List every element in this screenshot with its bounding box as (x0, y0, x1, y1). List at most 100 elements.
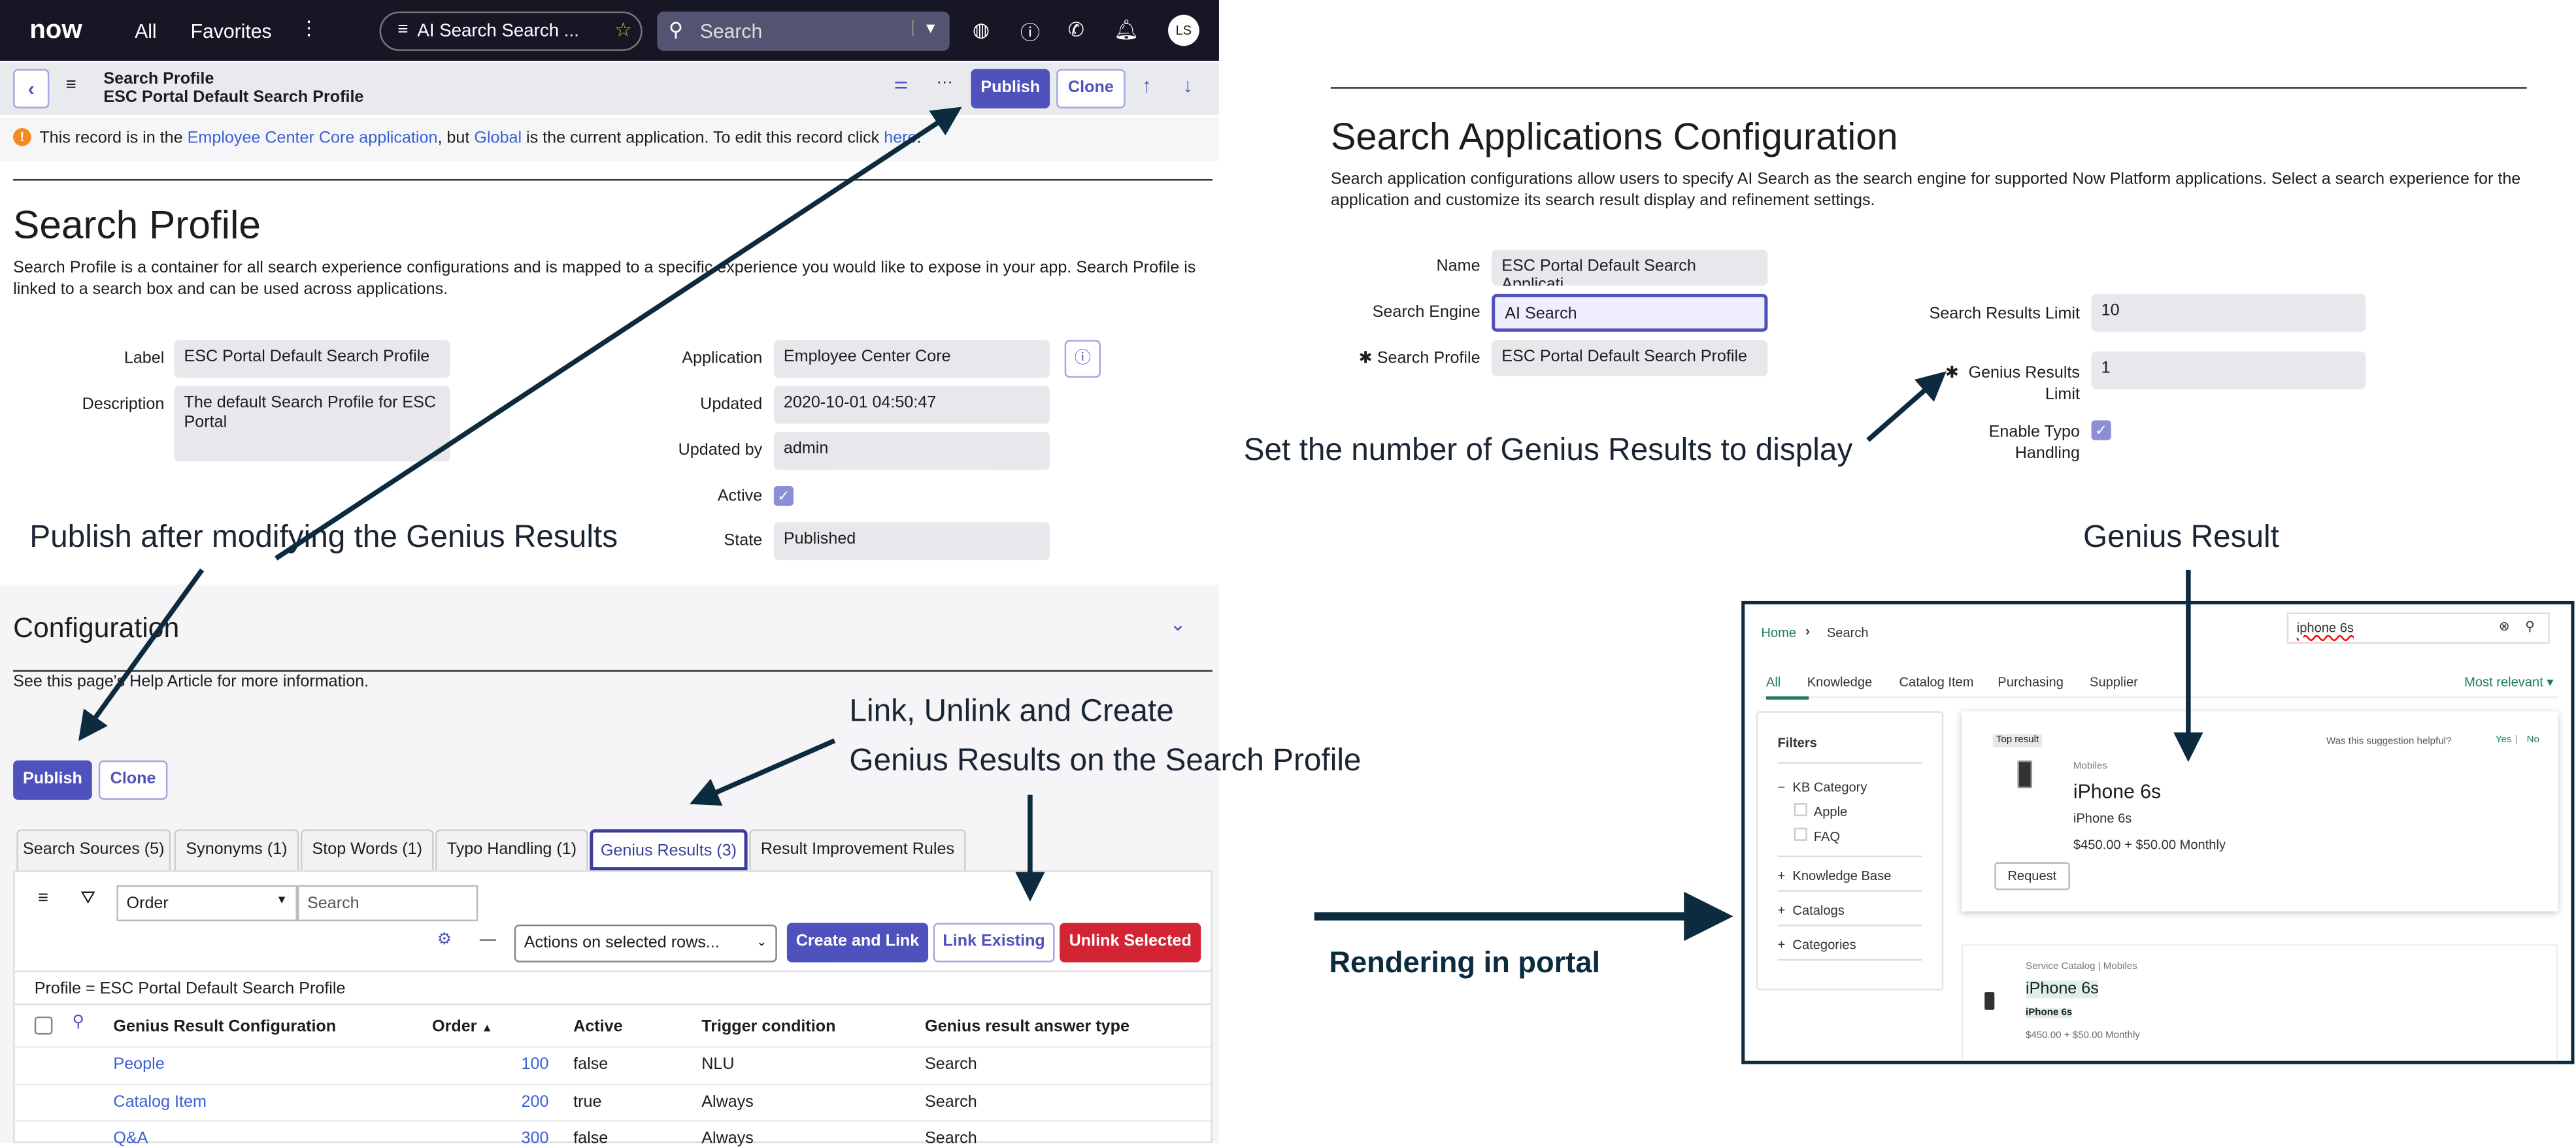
tab-genius-results[interactable]: Genius Results (3) (590, 829, 748, 871)
request-button[interactable]: Request (1994, 862, 2070, 891)
clone-button[interactable]: Clone (1056, 69, 1126, 108)
logo[interactable]: now (29, 16, 82, 44)
search-results-limit-label: Search Results Limit (1929, 305, 2080, 324)
column-header[interactable]: Genius Result Configuration (113, 1018, 337, 1036)
column-header[interactable]: Genius result answer type (925, 1018, 1129, 1036)
search-results-limit-field[interactable]: 10 (2091, 293, 2366, 332)
helpful-no[interactable]: No (2526, 736, 2539, 746)
arrow (275, 107, 962, 561)
list-icon: ≡ (397, 20, 409, 40)
helpful-question: Was this suggestion helpful? (2326, 737, 2452, 747)
updated-by-field[interactable]: admin (773, 432, 1050, 470)
chevron-down-icon[interactable]: ▼ (911, 20, 938, 37)
updated-field[interactable]: 2020-10-01 04:50:47 (773, 385, 1050, 424)
search-icon[interactable]: ⚲ (2525, 619, 2535, 634)
phone-icon[interactable]: ✆ (1067, 18, 1085, 41)
tab-typo-handling[interactable]: Typo Handling (1) (435, 829, 588, 871)
genius-results-limit-field[interactable]: 1 (2091, 351, 2366, 389)
categories-toggle[interactable]: + Categories (1777, 938, 1856, 953)
select-value: Actions on selected rows... (524, 934, 720, 953)
divider (14, 970, 1211, 972)
clear-icon[interactable]: ⊗ (2498, 619, 2510, 634)
apple-checkbox[interactable] (1794, 803, 1807, 817)
help-icon[interactable]: ⓘ (1020, 21, 1041, 44)
star-icon[interactable]: ☆ (614, 18, 633, 41)
publish-button[interactable]: Publish (971, 69, 1050, 108)
filter-icon[interactable]: ⛛ (80, 888, 96, 908)
search-profile-field[interactable]: ESC Portal Default Search Profile (1492, 340, 1768, 376)
active-checkbox[interactable]: ✓ (773, 485, 794, 506)
link-existing-button[interactable]: Link Existing (933, 923, 1055, 962)
kb-category-toggle[interactable]: − KB Category (1777, 779, 1867, 795)
arrow-up-icon[interactable]: ↑ (1141, 74, 1152, 97)
context-pill[interactable]: ≡ AI Search Search ... ☆ (379, 11, 643, 51)
genius-results-list: ≡ ⛛ Order▼ Search ⚙ — Actions on selecte… (13, 870, 1213, 1148)
column-header[interactable]: Trigger condition (701, 1018, 836, 1036)
search-field-select[interactable]: Order▼ (116, 885, 297, 922)
actions-select[interactable]: Actions on selected rows...⌄ (514, 925, 777, 962)
application-field[interactable]: Employee Center Core (773, 340, 1050, 378)
app-link[interactable]: Employee Center Core application (187, 129, 438, 148)
global-link[interactable]: Global (474, 129, 522, 148)
arrow-down-icon[interactable]: ↓ (1182, 74, 1193, 97)
nav-all[interactable]: All (135, 20, 157, 43)
portal-tab[interactable]: All (1765, 675, 1781, 690)
avatar[interactable]: LS (1168, 14, 1199, 46)
label-field[interactable]: ESC Portal Default Search Profile (174, 340, 450, 378)
more-icon[interactable]: ⋮ (299, 16, 319, 40)
chevron-down-icon[interactable]: ⌄ (1169, 612, 1186, 636)
name-field[interactable]: ESC Portal Default Search Applicati (1492, 250, 1768, 286)
tab-synonyms[interactable]: Synonyms (1) (174, 829, 299, 871)
info-icon[interactable]: ⓘ (1064, 340, 1101, 378)
select-all-checkbox[interactable] (34, 1016, 53, 1035)
portal-search-input[interactable]: iphone 6s ⊗ ⚲ (2286, 612, 2550, 644)
tab-search-sources[interactable]: Search Sources (5) (16, 829, 171, 871)
globe-icon[interactable]: ◍ (972, 18, 990, 41)
group-label: Knowledge Base (1792, 868, 1892, 884)
cell-name[interactable]: Catalog Item (113, 1092, 207, 1111)
knowledge-base-toggle[interactable]: + Knowledge Base (1777, 868, 1892, 884)
create-and-link-button[interactable]: Create and Link (786, 923, 929, 962)
menu-icon[interactable]: ≡ (65, 75, 76, 95)
sort-dropdown[interactable]: Most relevant ▾ (2464, 675, 2554, 690)
bell-icon[interactable]: 🔔︎ (1114, 18, 1139, 41)
description-field[interactable]: The default Search Profile for ESC Porta… (174, 385, 450, 462)
unlink-selected-button[interactable]: Unlink Selected (1060, 923, 1201, 962)
column-header[interactable]: Active (573, 1018, 623, 1036)
search-result-card: Service Catalog | Mobiles iPhone 6s iPho… (1961, 944, 2558, 1061)
column-header[interactable]: Order ▲ (432, 1018, 493, 1036)
portal-tab[interactable]: Catalog Item (1899, 675, 1974, 690)
publish-button[interactable]: Publish (13, 760, 92, 800)
cell-name[interactable]: People (113, 1056, 165, 1074)
clone-button[interactable]: Clone (98, 760, 168, 800)
gear-icon[interactable]: ⚙ (437, 931, 452, 949)
state-field[interactable]: Published (773, 522, 1050, 561)
cell-order[interactable]: 100 (521, 1056, 549, 1074)
result-title[interactable]: iPhone 6s (2026, 980, 2099, 999)
search-engine-field[interactable]: AI Search (1492, 293, 1768, 332)
search-icon[interactable]: ⚲ (72, 1013, 85, 1032)
catalogs-toggle[interactable]: + Catalogs (1777, 903, 1845, 918)
row-divider (14, 1083, 1211, 1085)
more-icon[interactable]: ··· (936, 74, 953, 92)
back-button[interactable]: ‹ (13, 69, 50, 108)
portal-tab[interactable]: Supplier (2090, 675, 2138, 690)
typo-handling-checkbox[interactable]: ✓ (2091, 420, 2111, 440)
faq-checkbox[interactable] (1794, 827, 1807, 841)
divider (13, 178, 1213, 181)
list-search-input[interactable]: Search (297, 885, 478, 922)
result-title[interactable]: iPhone 6s (2073, 779, 2162, 804)
portal-tab[interactable]: Knowledge (1807, 675, 1873, 690)
cell-order[interactable]: 200 (521, 1092, 549, 1111)
helpful-yes[interactable]: Yes (2495, 736, 2512, 746)
menu-icon[interactable]: ≡ (37, 888, 48, 908)
tab-result-improvement-rules[interactable]: Result Improvement Rules (749, 829, 966, 871)
breadcrumb-home[interactable]: Home (1761, 625, 1797, 641)
tab-stop-words[interactable]: Stop Words (1) (300, 829, 434, 871)
settings-sliders-icon[interactable]: ⚌ (894, 75, 909, 94)
minus-icon[interactable]: — (479, 931, 497, 949)
global-search[interactable]: ⚲ Search ▼ (657, 11, 950, 51)
divider (1761, 696, 2558, 698)
nav-favorites[interactable]: Favorites (190, 20, 272, 43)
portal-tab[interactable]: Purchasing (1998, 675, 2064, 690)
